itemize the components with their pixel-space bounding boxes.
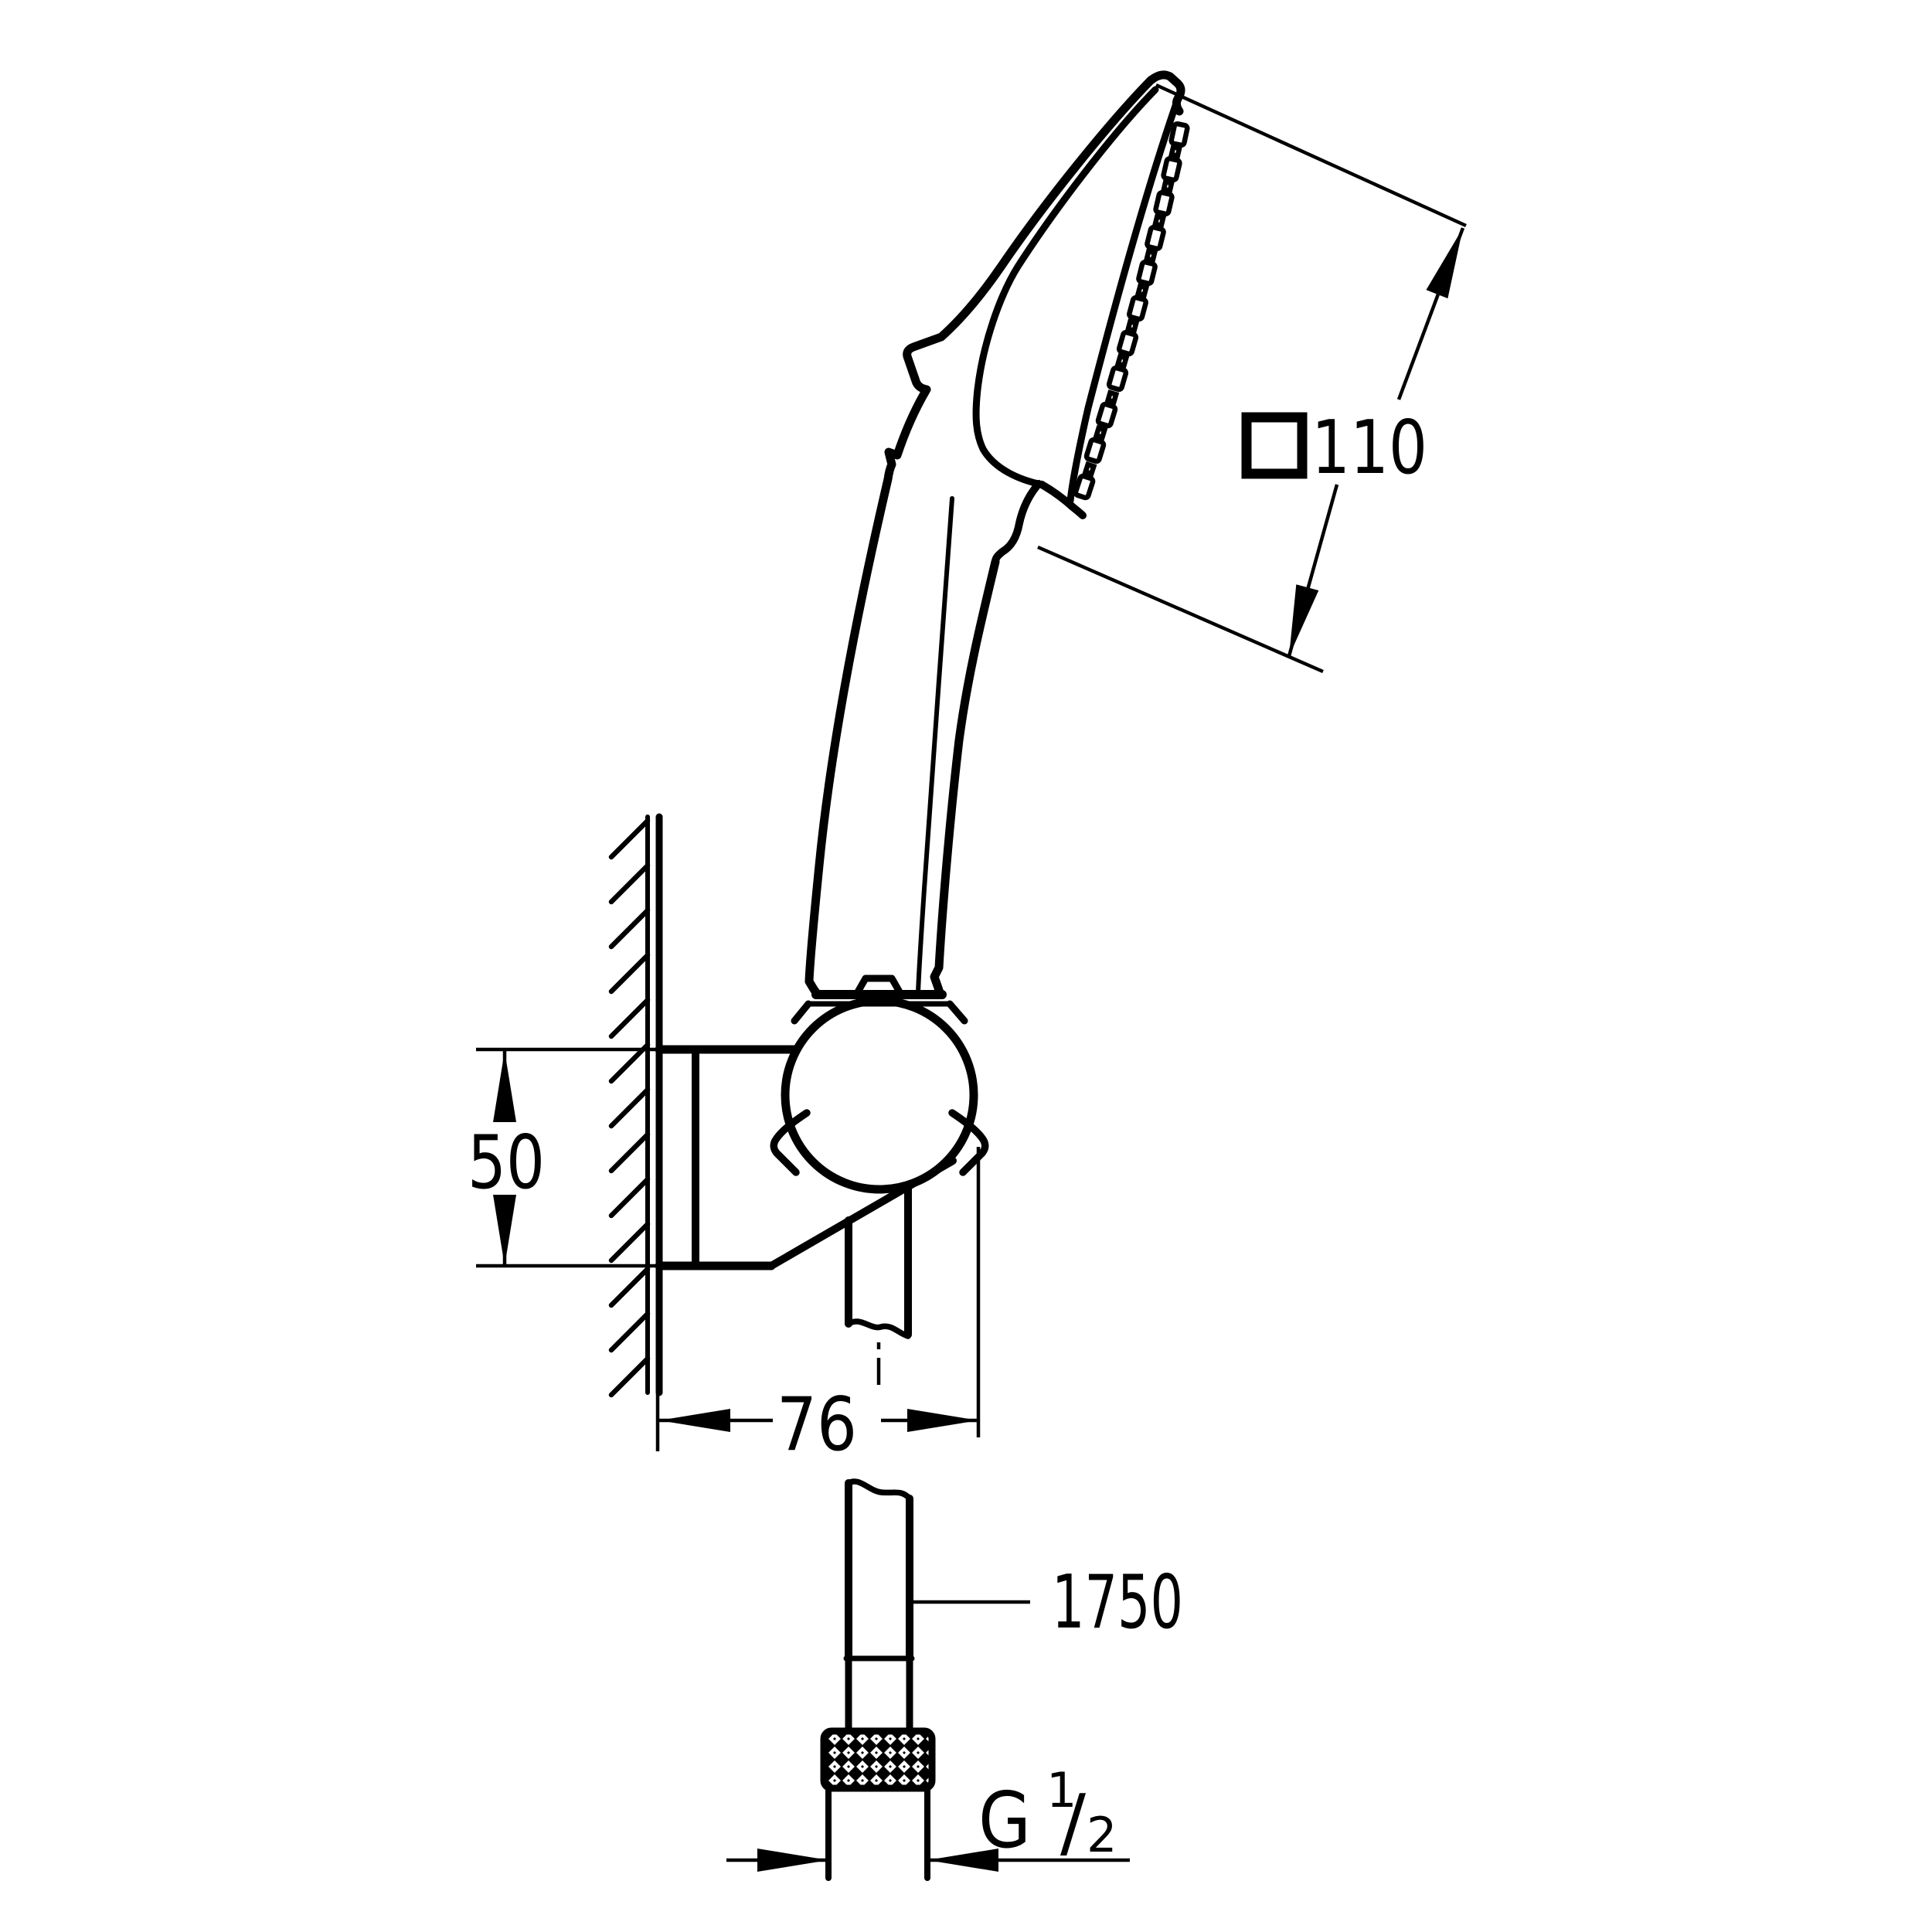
nozzle bbox=[1127, 294, 1148, 322]
arrowhead-icon bbox=[1426, 228, 1463, 299]
head-handle-junction bbox=[992, 480, 1043, 566]
thread-numerator: 1 bbox=[1046, 1762, 1077, 1818]
head-bottom-edge bbox=[1038, 481, 1087, 519]
nozzle bbox=[1073, 473, 1096, 501]
holder-ball bbox=[781, 996, 978, 1194]
arrowhead-icon bbox=[757, 1849, 828, 1872]
holder-right-ear bbox=[948, 1109, 989, 1176]
dimension-110-label: 110 bbox=[1311, 406, 1427, 491]
nozzle-link bbox=[1114, 353, 1130, 369]
hand-shower bbox=[804, 70, 1190, 999]
hose-sleeve-edges bbox=[845, 1655, 913, 1735]
dimension-holder-50: 50 bbox=[468, 1047, 658, 1268]
handle-cap-bump bbox=[852, 975, 905, 998]
head-faceplate-line bbox=[1066, 100, 1180, 505]
arrowhead-icon bbox=[493, 1195, 516, 1266]
dimension-thread-g12: G 1 / 2 bbox=[726, 1762, 1130, 1872]
nozzle bbox=[1136, 259, 1158, 287]
nozzle-link bbox=[1168, 144, 1182, 159]
thread-slash: / bbox=[1060, 1779, 1087, 1867]
nozzle-link bbox=[1143, 248, 1158, 264]
head-inner-contour bbox=[972, 86, 1159, 488]
knurled-connection-nut bbox=[820, 1727, 936, 1792]
arrowhead-icon bbox=[493, 1051, 516, 1122]
thread-connector-tube bbox=[825, 1785, 930, 1881]
nozzle bbox=[1161, 155, 1182, 183]
handle-interior-line bbox=[916, 496, 954, 995]
dimension-76-label: 76 bbox=[777, 1383, 857, 1468]
arrowhead-icon bbox=[907, 1409, 978, 1432]
nozzle bbox=[1153, 189, 1175, 217]
arrowhead-icon bbox=[927, 1849, 998, 1872]
nozzle-link bbox=[1151, 213, 1167, 229]
wall-hatching bbox=[608, 818, 651, 1398]
nozzle bbox=[1168, 121, 1190, 148]
thread-denominator: 2 bbox=[1087, 1807, 1117, 1863]
nozzle-link bbox=[1104, 389, 1120, 405]
arrowhead-icon bbox=[659, 1409, 730, 1432]
nozzle bbox=[1145, 224, 1166, 252]
arrowhead-icon bbox=[1289, 584, 1319, 656]
thread-letter: G bbox=[978, 1775, 1031, 1866]
extension-line-top bbox=[1155, 83, 1467, 228]
handle-cap-wings bbox=[791, 1000, 968, 1025]
nozzle-link bbox=[1134, 283, 1150, 298]
nozzle-link bbox=[1161, 179, 1175, 194]
nozzle bbox=[1116, 329, 1139, 357]
hose-break-line bbox=[845, 1318, 911, 1339]
dimension-head-110: 110 bbox=[1037, 83, 1467, 674]
nozzle-link bbox=[1093, 424, 1108, 441]
holder-left-ear bbox=[770, 1109, 811, 1176]
wall-section bbox=[608, 813, 663, 1398]
holder-ball-joint bbox=[770, 975, 989, 1194]
dimension-holder-76: 76 bbox=[655, 1147, 981, 1468]
square-symbol-icon bbox=[1241, 412, 1308, 479]
nozzle bbox=[1095, 401, 1118, 429]
nozzle-link bbox=[1082, 461, 1097, 478]
dimension-hose-1750: 1750 bbox=[911, 1560, 1183, 1645]
hose-break-line bbox=[845, 1478, 913, 1502]
handle-right-edge bbox=[930, 557, 1000, 999]
nozzle bbox=[1106, 365, 1129, 393]
dimension-1750-label: 1750 bbox=[1052, 1560, 1183, 1645]
hose-lower-segment bbox=[820, 1478, 936, 1881]
nozzle-link bbox=[1124, 318, 1140, 334]
nozzle bbox=[1083, 437, 1107, 464]
hatch-strokes bbox=[608, 818, 651, 1398]
hose-upper-segment bbox=[845, 1182, 912, 1385]
extension-line-bottom bbox=[1037, 545, 1324, 674]
dimension-50-label: 50 bbox=[468, 1121, 545, 1206]
head-back-and-handle-left-edge bbox=[804, 76, 1155, 999]
spray-nozzle-strip bbox=[1073, 121, 1190, 501]
